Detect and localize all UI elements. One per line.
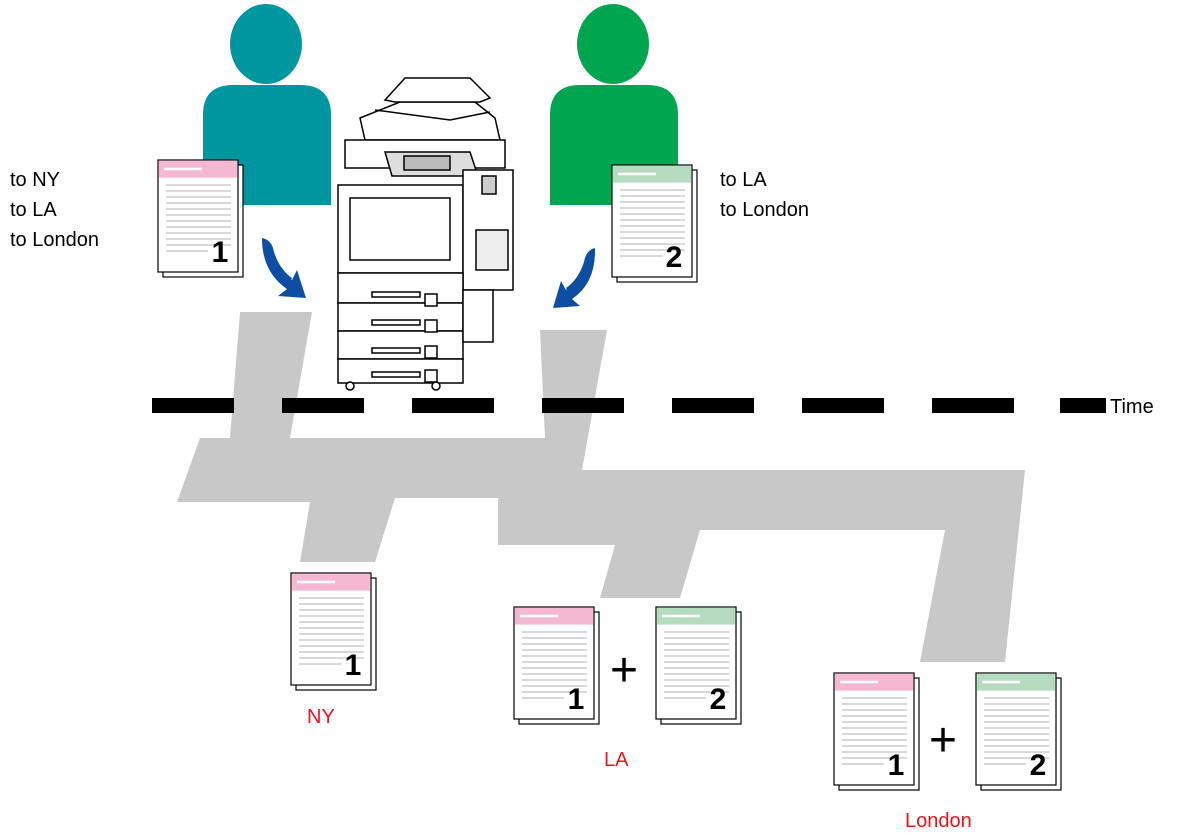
document-1-ny: 1 [290,572,377,691]
person-head [577,4,649,84]
timeline-dash [282,398,364,413]
destination-item: to NY [10,169,60,191]
document-2-source: 2 [611,164,698,283]
timeline-dash [152,398,234,413]
page-number: 2 [710,683,727,716]
person-head [230,4,302,84]
timeline-dash [672,398,754,413]
destination-item: to London [10,229,99,251]
output-label-ny: NY [307,706,335,728]
page-number: 1 [345,649,362,682]
arrow-left-icon [262,238,306,298]
plus-sign: + [610,644,638,697]
plus-sign: + [929,714,957,767]
timeline-dash [932,398,1014,413]
timeline-dash [1060,398,1106,413]
timeline-dash [542,398,624,413]
page-number: 2 [666,241,683,274]
page-number: 1 [212,236,229,269]
destination-item: to LA [10,199,57,221]
timeline-label: Time [1110,396,1154,418]
destination-item: to London [720,199,809,221]
document-1-london: 1 [833,672,920,791]
document-1-la: 1 [513,606,600,725]
path-doc1-trunk [177,312,548,562]
output-label-london: London [905,810,972,832]
page-number: 2 [1030,749,1047,782]
sender-left-destinations: to NY to LA to London [10,169,99,251]
timeline-dash [412,398,494,413]
document-2-london: 2 [975,672,1062,791]
path-doc2-trunk [498,330,1025,662]
document-1-source: 1 [157,159,244,278]
destination-item: to LA [720,169,767,191]
page-number: 1 [568,683,585,716]
timeline-dash [802,398,884,413]
documents: 1 2 1 1 2 1 2 [157,159,1062,791]
transmission-paths [177,312,1025,662]
multifunction-printer-icon [337,77,514,391]
arrow-right-icon [553,248,596,308]
page-number: 1 [888,749,905,782]
output-label-la: LA [604,749,629,771]
timeline: Time [152,396,1154,418]
sender-right-destinations: to LA to London [720,169,809,221]
document-2-la: 2 [655,606,742,725]
